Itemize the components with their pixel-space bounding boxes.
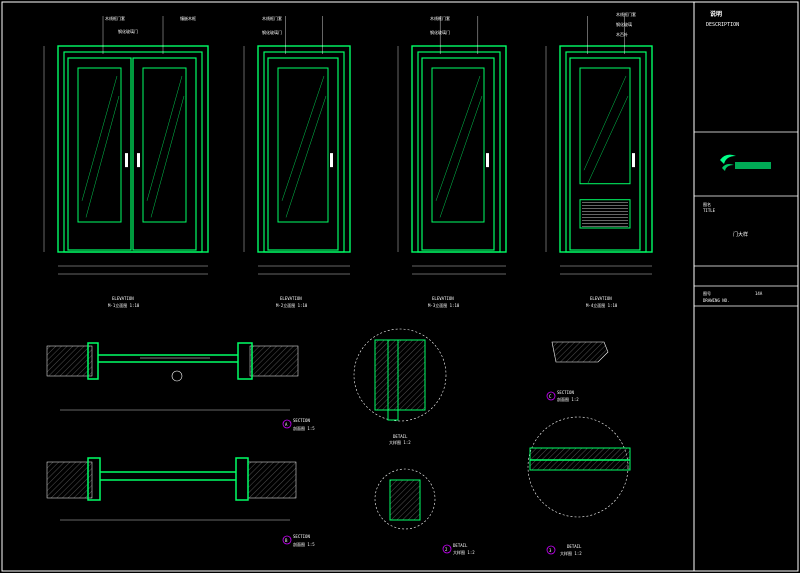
drawing-no-value: 14A bbox=[755, 291, 763, 296]
svg-text:剖面图 1:5: 剖面图 1:5 bbox=[293, 425, 315, 431]
callout-e3b: 钢化玻璃门 bbox=[430, 29, 450, 35]
callout-e4c: 木百叶 bbox=[616, 31, 628, 37]
detail-3: 3 DETAIL 大样图 1:2 bbox=[527, 416, 631, 556]
svg-text:SECTION: SECTION bbox=[293, 418, 310, 423]
title-label-en: TITLE bbox=[703, 208, 716, 213]
svg-text:剖面图 1:5: 剖面图 1:5 bbox=[293, 541, 315, 547]
callout-e4a: 木线框门套 bbox=[616, 11, 636, 17]
svg-text:A: A bbox=[285, 422, 288, 427]
callout-e1a: 木线框门套 bbox=[105, 15, 125, 21]
door-elevation-m1 bbox=[43, 16, 209, 275]
detail-2: 2 DETAIL 大样图 1:2 bbox=[374, 468, 475, 555]
title-label: 图名 bbox=[703, 201, 711, 207]
svg-text:ELEVATION: ELEVATION bbox=[112, 296, 134, 301]
svg-text:B: B bbox=[285, 538, 288, 543]
elevation-label-m4: ELEVATION M-4立面图 1:10 bbox=[586, 296, 618, 308]
svg-text:大样图 1:2: 大样图 1:2 bbox=[560, 550, 582, 556]
callout-e3a: 木线框门套 bbox=[430, 15, 450, 21]
svg-text:ELEVATION: ELEVATION bbox=[590, 296, 612, 301]
svg-text:SECTION: SECTION bbox=[293, 534, 310, 539]
svg-text:DETAIL: DETAIL bbox=[453, 543, 468, 548]
door-elevations bbox=[43, 16, 653, 275]
svg-text:M-1立面图 1:10: M-1立面图 1:10 bbox=[108, 302, 140, 308]
elevation-label-m1: ELEVATION M-1立面图 1:10 bbox=[108, 296, 140, 308]
svg-text:M-4立面图 1:10: M-4立面图 1:10 bbox=[586, 302, 618, 308]
svg-text:DETAIL: DETAIL bbox=[567, 544, 582, 549]
callout-e2a: 木线框门套 bbox=[262, 15, 282, 21]
svg-text:2: 2 bbox=[445, 547, 448, 552]
svg-text:SECTION: SECTION bbox=[557, 390, 574, 395]
callout-e2b: 钢化玻璃门 bbox=[262, 29, 282, 35]
section-a: A SECTION 剖面图 1:5 bbox=[46, 342, 315, 431]
callout-e1c: 镶嵌木框 bbox=[180, 15, 196, 21]
elevation-label-m3: ELEVATION M-3立面图 1:10 bbox=[428, 296, 460, 308]
desc-en: DESCRIPTION bbox=[706, 22, 739, 28]
svg-text:M-2立面图 1:10: M-2立面图 1:10 bbox=[276, 302, 308, 308]
drawing-no-label: 图号 bbox=[703, 290, 711, 296]
callout-e1b: 钢化玻璃门 bbox=[118, 28, 138, 34]
company-logo bbox=[720, 154, 771, 171]
section-c: C SECTION 剖面图 1:2 bbox=[546, 341, 609, 402]
svg-text:C: C bbox=[549, 394, 552, 399]
title-block: 说明 DESCRIPTION 图名 TITLE 门大样 图号 14A DRAWI… bbox=[694, 10, 798, 307]
desc-cn: 说明 bbox=[710, 10, 722, 18]
svg-text:ELEVATION: ELEVATION bbox=[280, 296, 302, 301]
title-value: 门大样 bbox=[733, 231, 748, 238]
svg-text:ELEVATION: ELEVATION bbox=[432, 296, 454, 301]
section-b: B SECTION 剖面图 1:5 bbox=[46, 457, 315, 547]
svg-text:3: 3 bbox=[549, 548, 552, 553]
svg-text:大样图 1:2: 大样图 1:2 bbox=[453, 549, 475, 555]
detail-1: DETAIL 大样图 1:2 bbox=[353, 328, 447, 445]
elevation-label-m2: ELEVATION M-2立面图 1:10 bbox=[276, 296, 308, 308]
svg-text:DETAIL: DETAIL bbox=[393, 434, 408, 439]
door-elevation-m4 bbox=[545, 16, 653, 275]
svg-text:剖面图 1:2: 剖面图 1:2 bbox=[557, 396, 579, 402]
svg-text:M-3立面图 1:10: M-3立面图 1:10 bbox=[428, 302, 460, 308]
callout-e4b: 钢化玻璃 bbox=[616, 21, 632, 27]
door-elevation-m3 bbox=[397, 16, 507, 275]
svg-text:大样图 1:2: 大样图 1:2 bbox=[389, 439, 411, 445]
door-elevation-m2 bbox=[243, 16, 351, 275]
drawing-no-label-en: DRAWING NO. bbox=[703, 298, 730, 303]
